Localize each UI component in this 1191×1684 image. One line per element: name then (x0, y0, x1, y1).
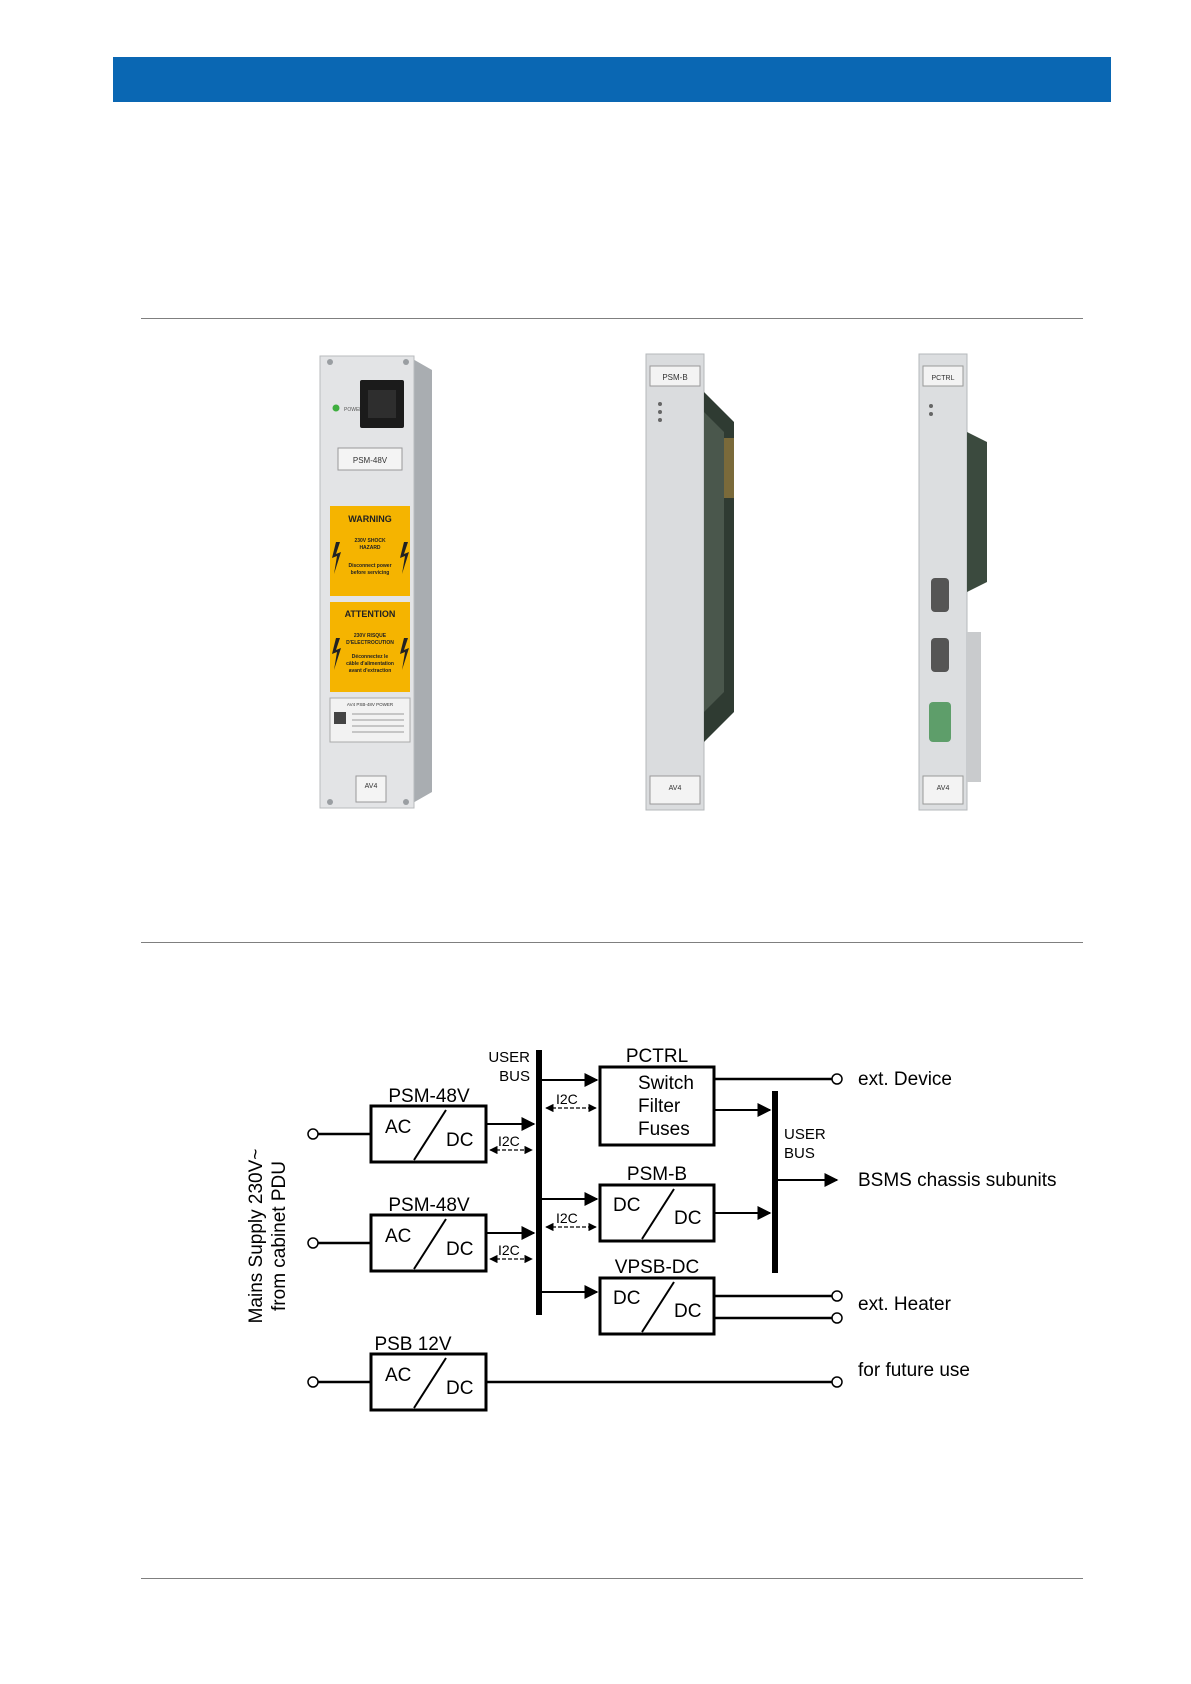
sub-d-connector-icon (931, 578, 949, 612)
svg-text:PSM-48V: PSM-48V (388, 1086, 470, 1107)
psm-48v-block-1: PSM-48V AC DC (369, 1086, 488, 1164)
svg-text:ATTENTION: ATTENTION (345, 609, 396, 619)
svg-text:DC: DC (674, 1208, 701, 1229)
power-led-icon (332, 404, 340, 412)
svg-text:I2C: I2C (498, 1242, 520, 1258)
svg-text:VPSB-DC: VPSB-DC (615, 1257, 699, 1278)
svg-text:AC: AC (385, 1365, 411, 1386)
svg-text:DC: DC (674, 1301, 701, 1322)
svg-text:Switch: Switch (638, 1073, 694, 1094)
lightning-icon (400, 542, 409, 574)
lightning-icon (400, 638, 409, 670)
svg-text:AV4: AV4 (365, 783, 378, 790)
psm-b-module-image: PSM-B AV4 (645, 353, 734, 811)
svg-text:PSM-48V: PSM-48V (388, 1195, 470, 1216)
sub-d-connector-icon (931, 638, 949, 672)
svg-text:AV4: AV4 (937, 785, 950, 792)
module-name-label: PSM-48V (353, 456, 388, 465)
svg-text:DC: DC (446, 1130, 473, 1151)
psm-48v-block-2: PSM-48V AC DC (369, 1195, 488, 1273)
divider-bottom (141, 1578, 1083, 1579)
svg-text:AV4: AV4 (669, 785, 682, 792)
svg-text:AV4 PSB-48V POWER: AV4 PSB-48V POWER (347, 702, 394, 707)
svg-text:Fuses: Fuses (638, 1119, 690, 1140)
module-name-label: PSM-B (662, 373, 687, 382)
chassis-subunits-label: BSMS chassis subunits (858, 1170, 1057, 1191)
svg-text:Disconnect power: Disconnect power (348, 563, 391, 569)
divider-top (141, 318, 1083, 319)
psm-b-block: PSM-B DC DC (598, 1164, 716, 1243)
svg-text:PCTRL: PCTRL (626, 1046, 688, 1067)
divider-middle (141, 942, 1083, 943)
qr-code-icon (334, 712, 346, 724)
psb-12v-block: PSB 12V AC DC (369, 1334, 488, 1412)
power-distribution-diagram: Mains Supply 230V~ from cabinet PDU USER… (246, 1046, 1057, 1412)
svg-text:before servicing: before servicing (351, 570, 390, 576)
svg-text:I2C: I2C (498, 1133, 520, 1149)
svg-text:AC: AC (385, 1117, 411, 1138)
user-bus-2 (772, 1091, 778, 1273)
user-bus-2-label: USER (784, 1126, 826, 1143)
svg-text:BUS: BUS (499, 1068, 530, 1085)
user-bus-1 (536, 1050, 542, 1315)
svg-text:Filter: Filter (638, 1096, 681, 1117)
svg-text:DC: DC (446, 1378, 473, 1399)
vpsb-dc-block: VPSB-DC DC DC (598, 1257, 716, 1336)
svg-text:WARNING: WARNING (348, 514, 392, 524)
cabinet-pdu-label: from cabinet PDU (269, 1161, 290, 1311)
svg-text:avant d'extraction: avant d'extraction (349, 668, 392, 674)
svg-text:PSB 12V: PSB 12V (374, 1334, 451, 1355)
future-use-label: for future use (858, 1360, 970, 1381)
module-name-label: PCTRL (932, 375, 955, 382)
lightning-icon (332, 542, 341, 574)
header-band (113, 57, 1111, 102)
mains-supply-label: Mains Supply 230V~ (246, 1149, 267, 1324)
green-connector-icon (929, 702, 951, 742)
svg-text:I2C: I2C (556, 1091, 578, 1107)
svg-text:DC: DC (613, 1288, 640, 1309)
svg-text:230V SHOCK: 230V SHOCK (354, 538, 386, 544)
svg-text:D'ELECTROCUTION: D'ELECTROCUTION (346, 640, 394, 646)
svg-text:PSM-B: PSM-B (627, 1164, 687, 1185)
svg-text:DC: DC (446, 1239, 473, 1260)
svg-text:I2C: I2C (556, 1210, 578, 1226)
svg-text:230V RISQUE: 230V RISQUE (354, 633, 387, 639)
warning-label (330, 506, 410, 596)
svg-text:BUS: BUS (784, 1145, 815, 1162)
ext-device-label: ext. Device (858, 1069, 952, 1090)
svg-text:HAZARD: HAZARD (359, 545, 380, 551)
svg-text:câble d'alimentation: câble d'alimentation (346, 661, 394, 667)
svg-text:POWER: POWER (344, 407, 363, 413)
svg-text:Déconnectez le: Déconnectez le (352, 654, 389, 660)
svg-text:AC: AC (385, 1226, 411, 1247)
lightning-icon (332, 638, 341, 670)
attention-label (330, 602, 410, 692)
svg-text:DC: DC (613, 1195, 640, 1216)
ext-heater-label: ext. Heater (858, 1294, 952, 1315)
psm-48v-module-image: POWER PSM-48V WARNING 230V SHOCK HAZARD … (319, 355, 432, 809)
pctrl-block: PCTRL Switch Filter Fuses (598, 1046, 716, 1147)
user-bus-1-label: USER (488, 1049, 530, 1066)
pctrl-module-image: PCTRL AV4 (918, 353, 987, 811)
